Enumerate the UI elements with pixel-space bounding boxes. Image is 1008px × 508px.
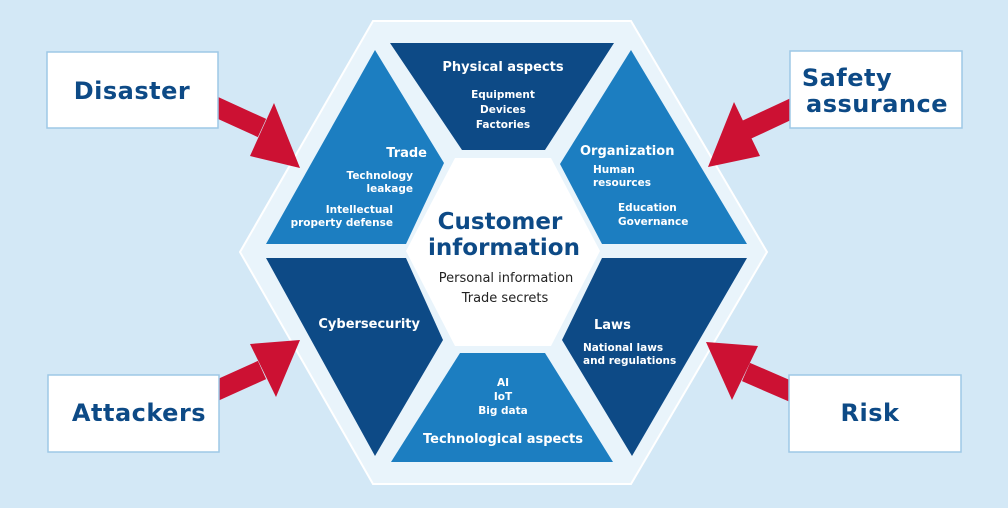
segment-item: Factories xyxy=(476,119,530,131)
segment-item: and regulations xyxy=(583,355,676,367)
center-title-line2: information xyxy=(428,235,580,261)
label-risk: Risk xyxy=(841,399,900,427)
center-item: Trade secrets xyxy=(461,291,549,306)
segment-title: Laws xyxy=(594,318,631,333)
segment-item: Education xyxy=(618,202,677,214)
center-title-line1: Customer xyxy=(438,209,563,235)
label-box-risk: Risk xyxy=(788,374,962,453)
label-attackers: Attackers xyxy=(72,399,206,427)
center-item: Personal information xyxy=(439,271,573,286)
segment-title: Organization xyxy=(580,144,674,159)
segment-item: leakage xyxy=(366,183,413,195)
segment-item: Devices xyxy=(480,104,526,116)
segment-title: Cybersecurity xyxy=(318,317,420,332)
segment-item: National laws xyxy=(583,342,663,354)
segment-item: Technology xyxy=(347,170,414,182)
label-safety-line1: Safety xyxy=(802,64,892,92)
segment-item: property defense xyxy=(291,217,393,229)
segment-cybersecurity xyxy=(266,258,443,456)
arrow-disaster xyxy=(200,92,300,168)
segment-item: IoT xyxy=(494,391,513,403)
segment-item: Human xyxy=(593,164,635,176)
segment-title: Physical aspects xyxy=(442,60,563,75)
segment-item: resources xyxy=(593,177,651,189)
segment-item: Intellectual xyxy=(326,204,393,216)
segment-trade xyxy=(266,50,444,244)
label-box-attackers: Attackers xyxy=(47,374,220,453)
segment-title: Technological aspects xyxy=(423,432,583,447)
segment-item: Equipment xyxy=(471,89,535,101)
label-safety-line2: assurance xyxy=(806,90,948,118)
segment-item: AI xyxy=(497,377,509,389)
label-box-disaster: Disaster xyxy=(46,51,219,129)
segment-physical-aspects xyxy=(390,43,614,150)
label-box-safety-assurance: Safety assurance xyxy=(789,50,963,129)
segment-item: Big data xyxy=(478,405,527,417)
segment-organization xyxy=(560,50,747,244)
center-hexagon xyxy=(406,158,600,346)
segment-item: Governance xyxy=(618,216,688,228)
segment-laws xyxy=(562,258,747,456)
segment-title: Trade xyxy=(386,146,427,161)
segment-technological-aspects xyxy=(391,353,613,462)
label-disaster: Disaster xyxy=(74,77,191,105)
